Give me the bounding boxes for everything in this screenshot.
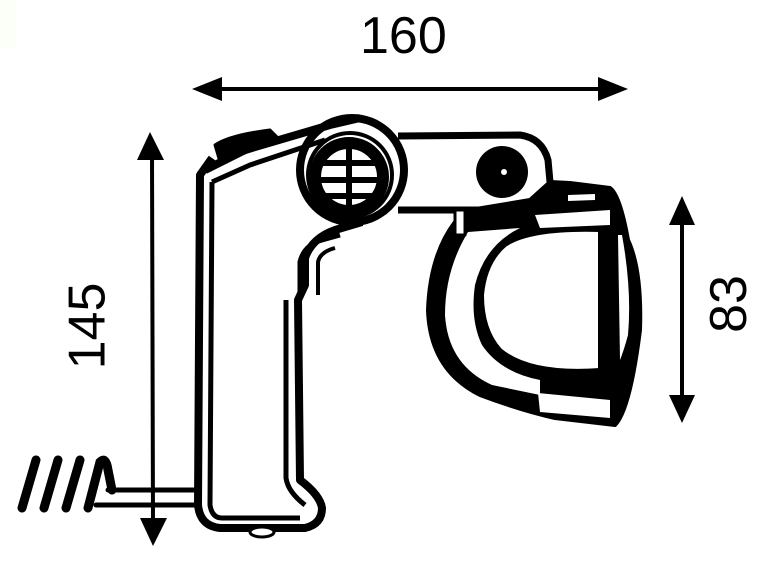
head-height-dimension-line xyxy=(669,196,695,423)
corner-tint xyxy=(0,0,16,48)
height-dimension-label: 145 xyxy=(58,282,117,370)
height-dimension-line xyxy=(137,132,167,546)
lamp-head xyxy=(426,180,643,427)
width-dimension-label: 160 xyxy=(360,7,447,65)
pivot-dial xyxy=(296,114,408,226)
coiled-cable xyxy=(17,455,198,513)
head-height-dimension-label: 83 xyxy=(699,275,758,333)
knob xyxy=(476,146,528,198)
width-dimension-line xyxy=(192,77,628,101)
